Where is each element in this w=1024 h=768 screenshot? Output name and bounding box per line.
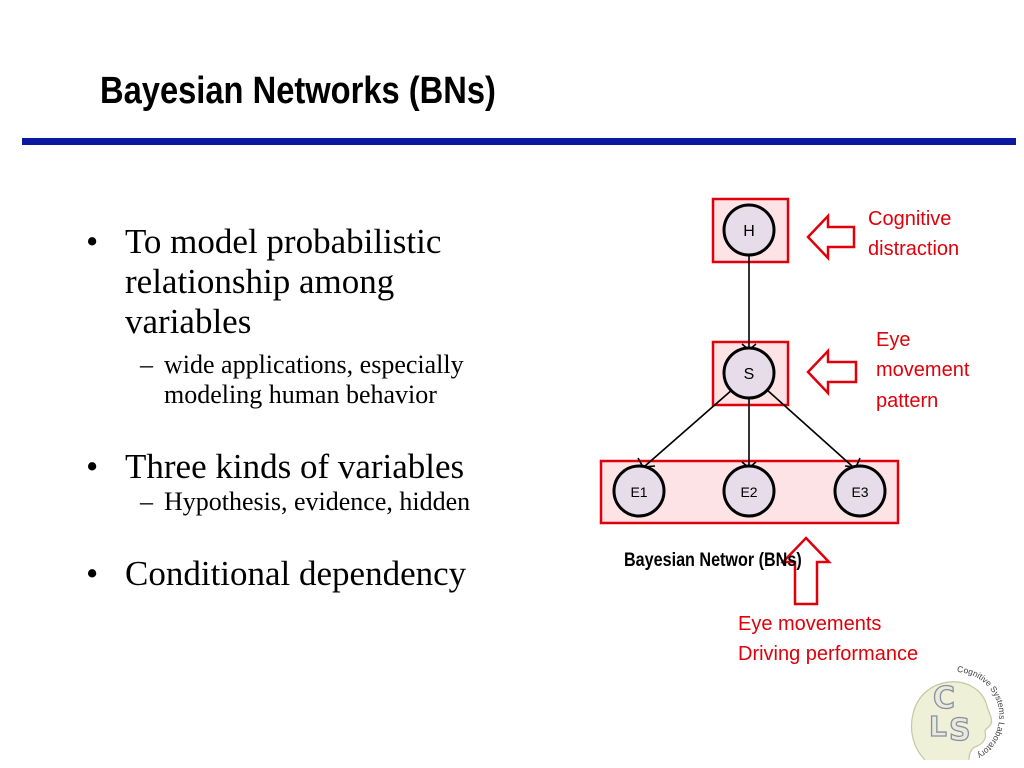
title-divider xyxy=(22,138,1016,145)
bullet-text-line: To model probabilistic xyxy=(125,222,442,261)
node-s: S xyxy=(722,346,776,400)
bullet-item: • To model probabilistic relationship am… xyxy=(80,222,600,342)
annotation-evidence: Eye movements Driving performance xyxy=(738,613,919,666)
bullet-text-line: relationship among xyxy=(125,261,395,301)
bullet-text: Conditional dependency xyxy=(125,553,467,593)
left-arrow-icon xyxy=(806,212,856,262)
node-e3: E3 xyxy=(833,464,887,518)
node-e3-circle xyxy=(833,464,887,518)
sub-bullet-line: modeling human behavior xyxy=(164,380,437,410)
sub-bullet-line: Hypothesis, evidence, hidden xyxy=(164,486,471,516)
sub-bullet-line: wide applications, especially xyxy=(164,349,464,379)
logo-head-silhouette xyxy=(910,681,993,761)
node-e2-circle xyxy=(722,464,776,518)
sub-bullet-item: – Hypothesis, evidence, hidden xyxy=(80,487,600,518)
node-e1-circle xyxy=(612,464,666,518)
node-e1-label: E1 xyxy=(630,484,647,500)
bullet-item: • Conditional dependency xyxy=(80,554,600,594)
bullet-text-line: variables xyxy=(125,301,252,341)
edge-s-e3 xyxy=(765,388,853,467)
bullet-dot-icon: • xyxy=(86,447,99,487)
edge-s-e1 xyxy=(644,388,734,467)
cls-logo-icon: C L S Cognitive Systems Laboratory xyxy=(910,664,1007,761)
node-s-label: S xyxy=(744,366,755,383)
node-s-circle xyxy=(722,346,776,400)
bullet-item: • Three kinds of variables xyxy=(80,447,600,487)
node-e1: E1 xyxy=(612,464,666,518)
dash-icon: – xyxy=(140,486,153,516)
logo-letter-s: S xyxy=(949,713,971,748)
bullet-text: Three kinds of variables xyxy=(125,447,465,487)
annotation-cognitive-distraction: Cognitive distraction xyxy=(868,208,960,261)
dash-icon: – xyxy=(140,349,153,379)
node-h: H xyxy=(722,203,776,257)
node-h-circle xyxy=(722,203,776,257)
logo-letter-l: L xyxy=(929,710,947,743)
node-h-label: H xyxy=(743,223,755,240)
diagram-caption: Bayesian Networ (BNs) xyxy=(624,550,802,571)
annotation-eye-movement-pattern: Eye movement pattern xyxy=(876,329,970,412)
sub-bullet-item: – wide applications, especially modeling… xyxy=(80,350,600,411)
node-e3-label: E3 xyxy=(851,484,868,500)
left-arrow-icon xyxy=(806,347,858,397)
node-e2: E2 xyxy=(722,464,776,518)
logo-letter-c: C xyxy=(933,681,955,716)
node-e2-label: E2 xyxy=(740,484,757,500)
up-arrow-icon xyxy=(780,536,832,606)
slide-title: Bayesian Networks (BNs) xyxy=(100,70,496,112)
bullet-list: • To model probabilistic relationship am… xyxy=(80,222,600,593)
bullet-dot-icon: • xyxy=(86,222,99,261)
bullet-dot-icon: • xyxy=(86,553,99,593)
